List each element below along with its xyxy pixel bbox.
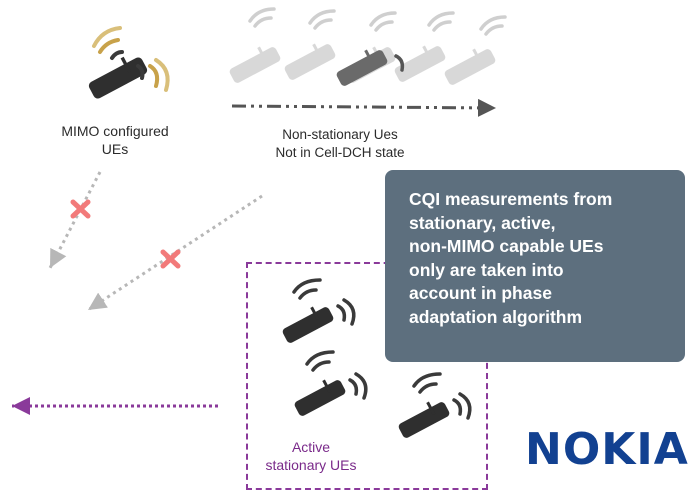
callout-line: adaptation algorithm xyxy=(409,306,583,327)
callout-line: CQI measurements from xyxy=(409,189,613,209)
callout-line: only are taken into xyxy=(409,259,564,280)
active-stationary-group-box xyxy=(246,262,488,490)
nokia-logo: NOKIA xyxy=(525,424,689,475)
non-stationary-label-line2: Not in Cell-DCH state xyxy=(275,145,405,160)
non-stationary-ue-label: Non-stationary Ues Not in Cell-DCH state xyxy=(230,126,450,162)
mimo-excluded-arrow-icon xyxy=(48,171,102,269)
non-stationary-signal-wave-icon xyxy=(248,7,507,72)
non-stationary-movement-arrow-icon xyxy=(231,98,497,117)
active-ue-label: Active stationary UEs xyxy=(256,438,366,474)
callout-line: non-MIMO capable UEs xyxy=(409,236,604,256)
mimo-cross-icon xyxy=(70,199,91,219)
mimo-signal-wave-icon xyxy=(92,26,170,92)
active-label-line1: Active xyxy=(291,439,331,455)
non-stationary-label-line1: Non-stationary Ues xyxy=(282,127,398,142)
callout-line: account in phase xyxy=(409,283,552,303)
mimo-ue-phone-icon xyxy=(87,55,149,101)
mimo-label-line1: MIMO configured xyxy=(61,123,169,139)
active-signal-wave-icon xyxy=(292,278,472,420)
callout-line: stationary, active, xyxy=(409,212,556,233)
mimo-label-line2: UEs xyxy=(101,141,129,157)
mimo-ue-label: MIMO configured UEs xyxy=(30,122,200,158)
cqi-callout-box: CQI measurements from stationary, active… xyxy=(385,170,685,362)
active-label-line2: stationary UEs xyxy=(265,457,357,473)
non-stationary-cross-icon xyxy=(160,249,181,269)
